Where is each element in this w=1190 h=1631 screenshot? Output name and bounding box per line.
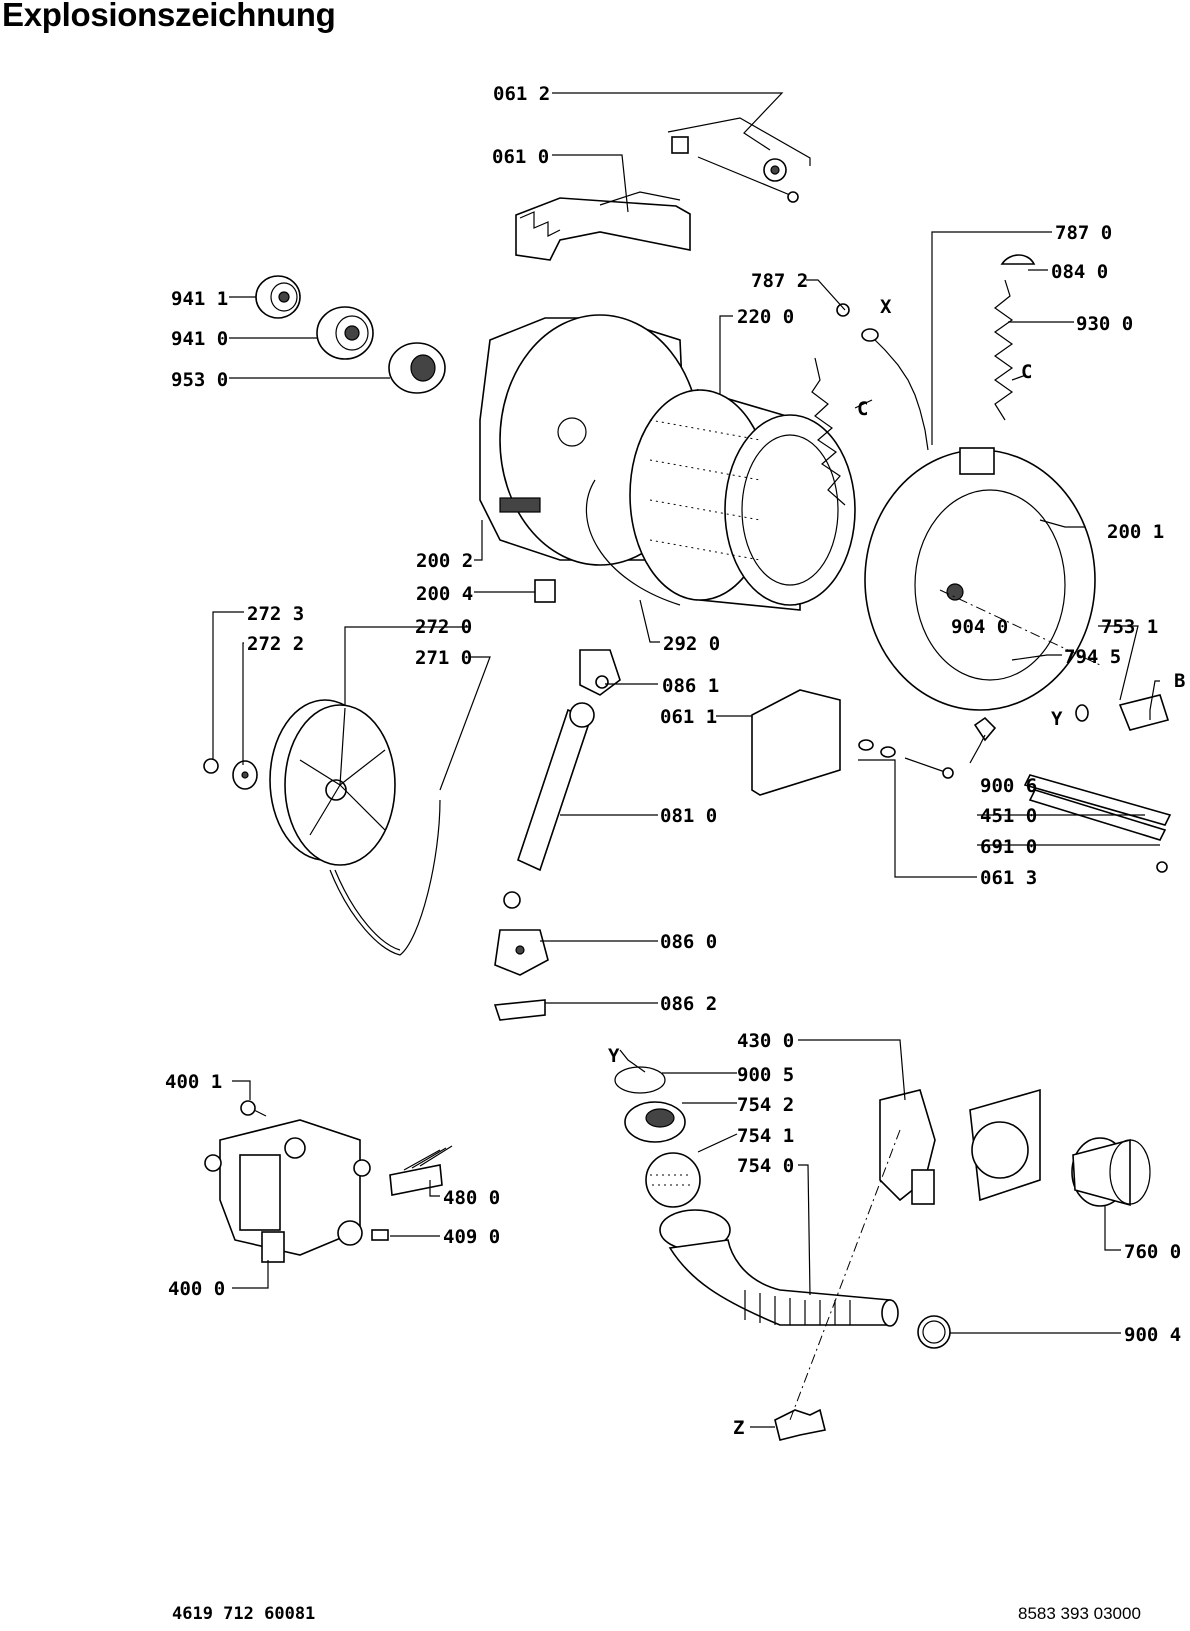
ring-794-5 [1075,704,1089,722]
label-y-drain: Y [608,1045,620,1067]
label-272-2: 272 2 [247,633,304,655]
label-953-0: 953 0 [171,369,228,391]
label-084-0: 084 0 [1051,261,1108,283]
elbow-z [774,1408,826,1441]
label-754-1: 754 1 [737,1125,794,1147]
document-number-right: 8583 393 03000 [1018,1604,1141,1623]
label-753-1: 753 1 [1101,616,1158,638]
clamp-900-4 [917,1315,951,1349]
counterweight-061-0 [515,191,691,261]
label-941-0: 941 0 [171,328,228,350]
label-086-1: 086 1 [662,675,719,697]
label-z: Z [733,1417,744,1439]
label-787-0: 787 0 [1055,222,1112,244]
label-220-0: 220 0 [737,306,794,328]
label-272-0: 272 0 [415,616,472,638]
label-061-0: 061 0 [492,146,549,168]
bearing-941-0 [316,306,374,360]
feet-200-2-200-4 [534,579,556,603]
belt-271-0 [329,799,441,956]
label-451-0: 451 0 [980,805,1037,827]
label-271-0: 271 0 [415,647,472,669]
hose-754-0 [659,1209,899,1327]
label-c-left: C [857,398,868,420]
clip-900-6 [973,716,997,742]
pump-430-0 [879,1088,1041,1205]
front-tub-200-1 [864,447,1096,711]
ball-754-1 [645,1152,701,1208]
washer-272-2 [232,760,258,790]
hinge-086-1 [579,649,621,696]
label-900-4: 900 4 [1124,1324,1181,1346]
label-061-3: 061 3 [980,867,1037,889]
pulley-272-0 [269,699,396,866]
label-081-0: 081 0 [660,805,717,827]
leader-lines [212,92,1160,1428]
ring-292-0 [585,479,681,606]
label-061-1: 061 1 [660,706,717,728]
label-400-1: 400 1 [165,1071,222,1093]
spring-left-c [811,357,846,506]
label-900-6: 900 6 [980,775,1037,797]
clip-086-2 [493,999,546,1021]
clip-409-0 [371,1229,389,1241]
spring-right-930-0 [993,279,1014,421]
filter-760-0 [1071,1137,1151,1207]
label-y-tub: Y [1051,708,1063,730]
label-272-3: 272 3 [247,603,304,625]
label-x: X [880,296,892,318]
screw-400-1 [240,1100,267,1117]
label-480-0: 480 0 [443,1187,500,1209]
label-409-0: 409 0 [443,1226,500,1248]
label-086-2: 086 2 [660,993,717,1015]
label-200-1: 200 1 [1107,521,1164,543]
brushes-480-0 [389,1145,453,1196]
label-b: B [1174,670,1185,692]
heater-451-0 [1023,774,1172,873]
page-title: Explosionszeichnung [2,0,336,33]
document-number-left: 4619 712 60081 [172,1604,316,1624]
seal-754-2 [624,1101,686,1143]
centerline-tub [939,589,1101,666]
nut-272-3 [203,758,219,774]
hose-787-0 [836,303,929,451]
label-200-4: 200 4 [416,583,473,605]
label-691-0: 691 0 [980,836,1037,858]
shock-absorber-081-0 [503,702,595,909]
label-904-0: 904 0 [951,616,1008,638]
label-900-5: 900 5 [737,1064,794,1086]
bearing-941-1 [255,275,301,319]
drum-220-0 [629,388,856,611]
label-292-0: 292 0 [663,633,720,655]
seal-953-0 [388,342,446,394]
clip-084-0 [1000,254,1036,265]
label-086-0: 086 0 [660,931,717,953]
label-794-5: 794 5 [1064,646,1121,668]
label-430-0: 430 0 [737,1030,794,1052]
label-760-0: 760 0 [1124,1241,1181,1263]
label-787-2: 787 2 [751,270,808,292]
sensor-753-1 [1118,694,1170,731]
label-061-2: 061 2 [493,83,550,105]
bracket-061-2 [667,117,811,203]
motor-400-0 [204,1119,371,1263]
label-200-2: 200 2 [416,550,473,572]
label-930-0: 930 0 [1076,313,1133,335]
label-c-right: C [1021,361,1032,383]
part-labels: 061 2 061 0 787 0 787 2 X 084 0 220 0 93… [165,83,1185,1439]
label-754-2: 754 2 [737,1094,794,1116]
ring-900-5 [614,1066,666,1094]
label-754-0: 754 0 [737,1155,794,1177]
washers-bolt-061-3 [858,739,954,779]
mount-086-0 [494,929,549,976]
counterweight-061-1 [751,689,841,796]
label-400-0: 400 0 [168,1278,225,1300]
centerline-drain [789,1129,901,1421]
label-941-1: 941 1 [171,288,228,310]
